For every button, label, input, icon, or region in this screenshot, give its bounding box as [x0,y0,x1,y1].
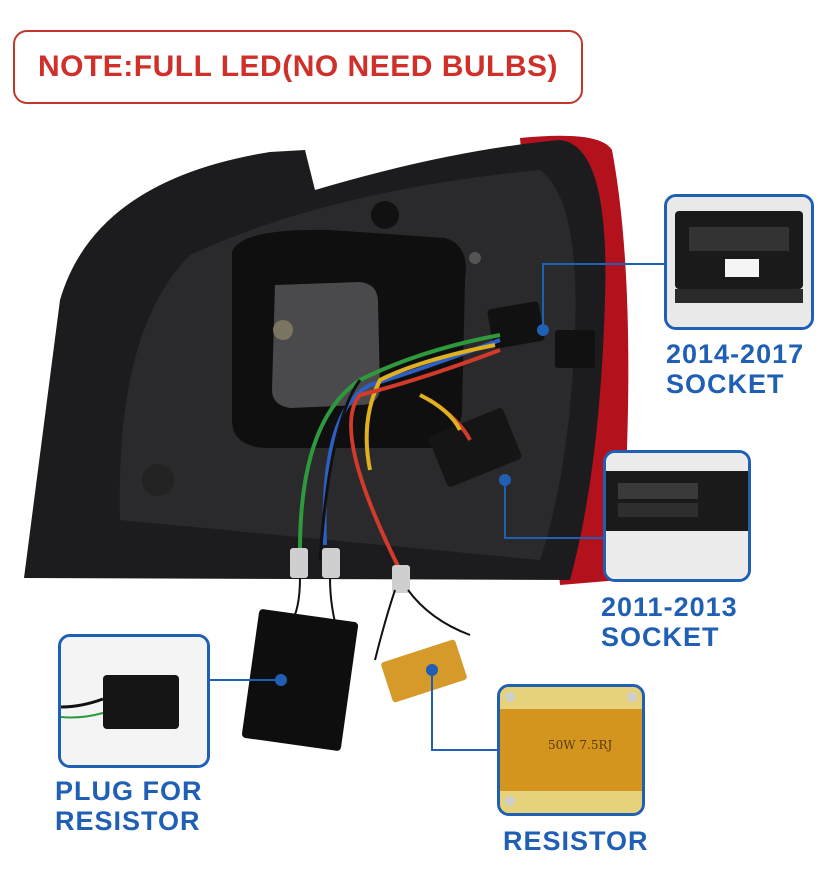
inset-resistor: 50W 7.5RJ [497,684,645,816]
gasket-opening [272,282,380,408]
label-plug-line1: PLUG FOR [55,776,203,806]
note-text: NOTE:FULL LED(NO NEED BULBS) [37,50,559,83]
callout-dot-resistor [426,664,438,676]
connector-2011 [429,408,522,487]
callout-line-2011 [504,480,604,539]
resistor-image: 50W 7.5RJ [500,687,642,813]
label-plug-line2: RESISTOR [55,806,201,836]
note-banner: NOTE:FULL LED(NO NEED BULBS) [13,30,583,104]
callout-line-resistor [431,670,498,751]
label-2014-2017-line1: 2014-2017 [666,339,805,369]
inset-2011-2013-socket [603,450,751,582]
mount-hole-bottom [469,252,481,264]
plug-for-resistor-module [241,609,359,751]
callout-dot-2011 [499,474,511,486]
callout-dot-2014 [537,324,549,336]
plug-right [392,565,410,593]
mount-hole-top [371,201,399,229]
wire-yellow-2 [419,393,462,431]
inset-plug-for-resistor [58,634,210,768]
socket-round [273,320,293,340]
socket-2014-image [667,197,811,327]
callout-dot-plug [275,674,287,686]
label-resistor: RESISTOR [503,826,649,856]
plug-left-2 [322,548,340,578]
mount-post [142,464,174,496]
connector-2014-clip [555,330,595,368]
wire-black [318,379,362,561]
resistor-marking: 50W 7.5RJ [548,738,613,752]
label-2011-2013-line1: 2011-2013 [601,592,738,622]
resistor-wires [374,589,471,661]
inset-2014-2017-socket [664,194,814,330]
label-2014-2017-line2: SOCKET [666,369,785,399]
wire-red [349,348,501,571]
connector-2014 [487,301,545,349]
callout-line-2014 [542,263,664,330]
label-2011-2013-line2: SOCKET [601,622,720,652]
plug-left-1 [290,548,308,578]
socket-2011-image [606,453,748,579]
wire-blue [322,338,501,546]
resistor-body [381,639,467,703]
wire-yellow [364,343,496,471]
plug-for-resistor-image [61,637,207,765]
